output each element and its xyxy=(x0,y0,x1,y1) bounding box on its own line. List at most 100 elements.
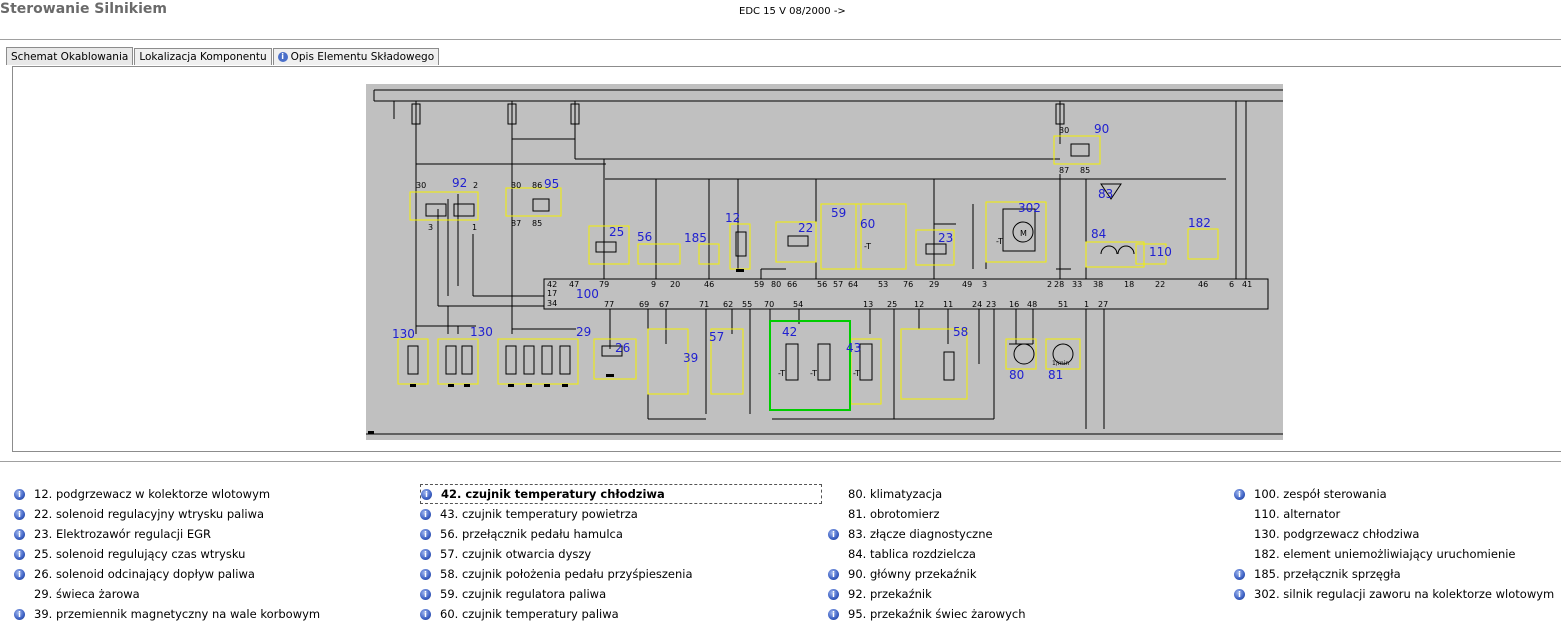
label-29[interactable]: 29 xyxy=(576,325,591,339)
label-23[interactable]: 23 xyxy=(938,231,953,245)
pin-1: 1 xyxy=(1084,300,1089,309)
info-icon: i xyxy=(420,568,431,580)
list-item[interactable]: 80. klimatyzacja xyxy=(828,484,1026,504)
relay-pin: 85 xyxy=(532,219,542,228)
label-59[interactable]: 59 xyxy=(831,206,846,220)
label-12[interactable]: 12 xyxy=(725,211,740,225)
ntc-text: -T xyxy=(864,242,871,251)
pin-46-b: 46 xyxy=(1198,280,1208,289)
pin-79: 79 xyxy=(599,280,609,289)
info-icon: i xyxy=(828,568,839,580)
pin-46-a: 46 xyxy=(704,280,714,289)
pin-9: 9 xyxy=(651,280,656,289)
label-56[interactable]: 56 xyxy=(637,230,652,244)
label-26[interactable]: 26 xyxy=(615,341,630,355)
label-302[interactable]: 302 xyxy=(1018,201,1041,215)
list-item[interactable]: 110. alternator xyxy=(1234,504,1554,524)
pin-41: 41 xyxy=(1242,280,1252,289)
list-item-label: 84. tablica rozdzielcza xyxy=(848,547,976,561)
label-92[interactable]: 92 xyxy=(452,176,467,190)
wiring-diagram[interactable]: 92 95 90 83 182 84 110 25 56 185 12 22 5… xyxy=(366,84,1283,440)
label-185[interactable]: 185 xyxy=(684,231,707,245)
label-110[interactable]: 110 xyxy=(1149,245,1172,259)
list-item[interactable]: 81. obrotomierz xyxy=(828,504,1026,524)
list-item[interactable]: 130. podgrzewacz chłodziwa xyxy=(1234,524,1554,544)
label-60[interactable]: 60 xyxy=(860,217,875,231)
pin-42: 42 xyxy=(547,280,557,289)
pin-2: 2 xyxy=(1047,280,1052,289)
label-95[interactable]: 95 xyxy=(544,177,559,191)
pin-25: 25 xyxy=(887,300,897,309)
list-item-label: 95. przekaźnik świec żarowych xyxy=(848,607,1026,621)
info-icon: i xyxy=(14,608,25,620)
pin-29: 29 xyxy=(929,280,939,289)
label-100[interactable]: 100 xyxy=(576,287,599,301)
label-81[interactable]: 81 xyxy=(1048,368,1063,382)
list-item[interactable]: i 58. czujnik położenia pedału przyśpiesz… xyxy=(420,564,822,584)
label-42[interactable]: 42 xyxy=(782,325,797,339)
list-item[interactable]: 182. element uniemożliwiający uruchomien… xyxy=(1234,544,1554,564)
pin-24: 24 xyxy=(972,300,982,309)
list-item-label: 58. czujnik położenia pedału przyśpiesze… xyxy=(440,567,693,581)
pin-67: 67 xyxy=(659,300,669,309)
relay-pin: 30 xyxy=(416,181,426,190)
info-icon: i xyxy=(1234,568,1245,580)
pin-18: 18 xyxy=(1124,280,1134,289)
header-divider xyxy=(0,39,1561,40)
list-item-label: 130. podgrzewacz chłodziwa xyxy=(1254,527,1420,541)
model-label: EDC 15 V 08/2000 -> xyxy=(739,6,846,17)
label-43[interactable]: 43 xyxy=(846,341,861,355)
info-icon: i xyxy=(14,568,25,580)
list-item-label: 80. klimatyzacja xyxy=(848,487,943,501)
pin-51: 51 xyxy=(1058,300,1068,309)
relay-pin: 85 xyxy=(1080,166,1090,175)
motor-symbol-text: M xyxy=(1020,229,1027,238)
pin-70: 70 xyxy=(764,300,774,309)
tab-wiring-diagram[interactable]: Schemat Okablowania xyxy=(6,47,134,65)
label-130-a[interactable]: 130 xyxy=(392,327,415,341)
info-icon: i xyxy=(420,508,431,520)
info-icon: i xyxy=(14,508,25,520)
pin-59: 59 xyxy=(754,280,764,289)
relay-pin: 87 xyxy=(511,219,521,228)
label-22[interactable]: 22 xyxy=(798,221,813,235)
pin-23: 23 xyxy=(986,300,996,309)
pin-80: 80 xyxy=(771,280,781,289)
tab-component-location[interactable]: Lokalizacja Komponentu xyxy=(134,48,272,65)
label-83[interactable]: 83 xyxy=(1098,187,1113,201)
label-130-b[interactable]: 130 xyxy=(470,325,493,339)
label-57[interactable]: 57 xyxy=(709,330,724,344)
label-80[interactable]: 80 xyxy=(1009,368,1024,382)
label-90[interactable]: 90 xyxy=(1094,122,1109,136)
pin-34: 34 xyxy=(547,299,557,308)
list-item[interactable]: 29. świeca żarowa xyxy=(14,584,320,604)
label-39[interactable]: 39 xyxy=(683,351,698,365)
label-25[interactable]: 25 xyxy=(609,225,624,239)
label-182[interactable]: 182 xyxy=(1188,216,1211,230)
list-item[interactable]: 84. tablica rozdzielcza xyxy=(828,544,1026,564)
label-84[interactable]: 84 xyxy=(1091,227,1106,241)
label-58[interactable]: 58 xyxy=(953,325,968,339)
